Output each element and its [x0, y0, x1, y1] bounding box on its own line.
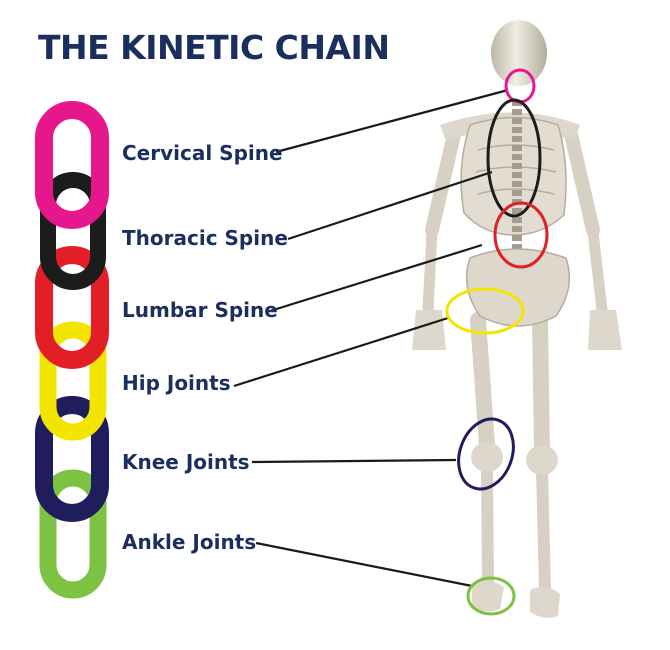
label-hip-joints: Hip Joints	[122, 371, 231, 395]
leader-line-ankle	[255, 541, 473, 588]
chain-link-green	[39, 469, 107, 599]
skeleton-figure	[412, 20, 622, 618]
chain-link-navy	[35, 396, 109, 522]
leader-line-knee	[251, 458, 457, 464]
chain-link-magenta	[35, 101, 109, 229]
chain-links	[35, 101, 109, 599]
leader-line-hip	[233, 316, 449, 388]
leader-line-thoracic	[287, 170, 493, 241]
chain-link-red	[35, 246, 109, 369]
chain-link-black	[40, 172, 106, 290]
hip-joint-ring	[445, 287, 525, 335]
label-ankle-joints: Ankle Joints	[122, 530, 257, 554]
leader-line-lumbar	[269, 243, 483, 313]
leader-lines	[233, 88, 509, 588]
lumbar-spine-ring	[493, 201, 549, 269]
knee-joint-ring	[457, 417, 515, 491]
thoracic-spine-ring	[486, 98, 542, 218]
label-lumbar-spine: Lumbar Spine	[122, 298, 278, 322]
diagram-title: THE KINETIC CHAIN	[38, 28, 390, 67]
joint-highlights	[445, 68, 549, 616]
label-knee-joints: Knee Joints	[122, 450, 250, 474]
ankle-joint-ring	[466, 576, 516, 616]
leader-line-cervical	[275, 88, 509, 154]
chain-link-yellow	[39, 321, 107, 441]
label-thoracic-spine: Thoracic Spine	[122, 226, 288, 250]
label-cervical-spine: Cervical Spine	[122, 141, 283, 165]
